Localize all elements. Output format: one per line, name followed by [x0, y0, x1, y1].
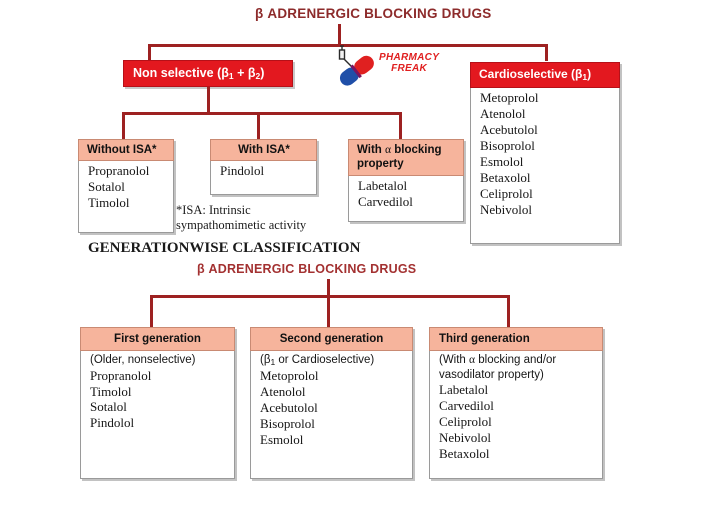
list-item: Labetalol — [439, 381, 489, 397]
generationwise-heading: GENERATIONWISE CLASSIFICATION — [88, 240, 361, 256]
list-item: Sotalol — [88, 179, 125, 195]
first-generation-box[interactable]: First generation (Older, nonselective) P… — [80, 327, 235, 479]
list-item: Acebutolol — [260, 399, 318, 415]
second-generation-drug-list: (β1 or Cardioselective) Metoprolol Ateno… — [251, 350, 412, 451]
isa-footnote-line2: sympathomimetic activity — [176, 218, 307, 233]
with-isa-header: With ISA* — [210, 139, 317, 162]
first-generation-drug-list: (Older, nonselective) Propranolol Timolo… — [81, 350, 234, 435]
list-item: Metoprolol — [480, 89, 539, 105]
connector-to-first-generation — [150, 295, 153, 329]
third-generation-drug-list: (With α blocking and/or vasodilator prop… — [430, 350, 602, 465]
list-item: Labetalol — [358, 177, 408, 193]
with-isa-drug-list: Pindolol — [211, 160, 316, 183]
list-item: Acebutolol — [480, 121, 538, 137]
with-isa-box[interactable]: With ISA* Pindolol — [210, 139, 317, 195]
list-item: Nebivolol — [480, 201, 532, 217]
connector-to-without-isa — [122, 112, 125, 140]
pharmacy-freak-logo: PHARMACY FREAK — [331, 44, 441, 90]
list-item: Metoprolol — [260, 367, 319, 383]
first-generation-note: (Older, nonselective) — [90, 354, 196, 367]
pharmacy-freak-wordmark: PHARMACY FREAK — [379, 52, 440, 74]
connector-nonselective-stem — [207, 87, 210, 114]
connector-to-with-isa — [257, 112, 260, 140]
list-item: Propranolol — [88, 163, 150, 179]
connector-to-second-generation — [327, 295, 330, 329]
list-item: Timolol — [88, 195, 130, 211]
without-isa-header: Without ISA* — [78, 139, 174, 162]
beta2-subscript: 2 — [255, 71, 261, 81]
cardioselective-drug-list: Metoprolol Atenolol Acebutolol Bisoprolo… — [471, 87, 619, 222]
list-item: Atenolol — [260, 383, 306, 399]
alpha-symbol: α — [385, 144, 392, 156]
top-chart-title: β ADRENERGIC BLOCKING DRUGS — [255, 6, 492, 21]
third-generation-box[interactable]: Third generation (With α blocking and/or… — [429, 327, 603, 479]
list-item: Bisoprolol — [480, 137, 535, 153]
third-generation-header: Third generation — [429, 327, 603, 352]
connector-level1-horizontal — [148, 44, 548, 47]
generation-chart-title: β ADRENERGIC BLOCKING DRUGS — [197, 262, 417, 276]
connector-gen-horizontal — [150, 295, 510, 298]
list-item: Celiprolol — [439, 413, 492, 429]
third-generation-note-line2: vasodilator property) — [439, 368, 544, 381]
with-alpha-blocking-box[interactable]: With α blocking property Labetalol Carve… — [348, 139, 464, 222]
list-item: Pindolol — [220, 163, 265, 179]
list-item: Celiprolol — [480, 185, 533, 201]
second-generation-header: Second generation — [250, 327, 413, 352]
without-isa-drug-list: Propranolol Sotalol Timolol — [79, 160, 173, 215]
logo-line2: FREAK — [391, 62, 428, 74]
connector-to-third-generation — [507, 295, 510, 329]
connector-gen-title-stem — [327, 279, 330, 297]
list-item: Timolol — [90, 383, 132, 399]
list-item: Bisoprolol — [260, 415, 315, 431]
beta1-subscript: 1 — [228, 71, 234, 81]
connector-to-with-alpha — [399, 112, 402, 140]
list-item: Betaxolol — [439, 445, 490, 461]
list-item: Betaxolol — [480, 169, 531, 185]
logo-line1: PHARMACY — [379, 52, 440, 63]
list-item: Esmolol — [480, 153, 524, 169]
connector-to-nonselective — [148, 44, 151, 61]
list-item: Sotalol — [90, 399, 127, 415]
list-item: Carvedilol — [439, 397, 494, 413]
cardioselective-box[interactable]: Cardioselective (β1) Metoprolol Atenolol… — [470, 62, 620, 244]
second-generation-note: (β1 or Cardioselective) — [260, 354, 375, 368]
with-alpha-blocking-header: With α blocking property — [348, 139, 464, 176]
cardioselective-header: Cardioselective (β1) — [470, 62, 620, 88]
beta1-subscript: 1 — [582, 72, 588, 82]
with-alpha-drug-list: Labetalol Carvedilol — [349, 175, 463, 214]
list-item: Esmolol — [260, 431, 304, 447]
connector-to-cardioselective — [545, 44, 548, 61]
second-generation-box[interactable]: Second generation (β1 or Cardioselective… — [250, 327, 413, 479]
first-generation-header: First generation — [80, 327, 235, 352]
isa-footnote: *ISA: Intrinsic sympathomimetic activity — [176, 203, 306, 234]
list-item: Atenolol — [480, 105, 526, 121]
third-generation-note: (With α blocking and/or — [439, 354, 557, 367]
capsule-syringe-icon — [338, 45, 374, 86]
list-item: Carvedilol — [358, 193, 413, 209]
beta1-subscript: 1 — [270, 357, 276, 368]
list-item: Pindolol — [90, 415, 135, 431]
nonselective-label: Non selective (β1 + β2) — [133, 66, 265, 81]
with-alpha-blocking-header-line2: property — [357, 158, 404, 171]
isa-footnote-line1: *ISA: Intrinsic — [176, 203, 251, 217]
list-item: Propranolol — [90, 367, 152, 383]
nonselective-header-box[interactable]: Non selective (β1 + β2) — [123, 60, 293, 87]
connector-title-stem — [338, 24, 341, 46]
list-item: Nebivolol — [439, 429, 491, 445]
alpha-symbol: α — [469, 354, 476, 367]
without-isa-box[interactable]: Without ISA* Propranolol Sotalol Timolol — [78, 139, 174, 233]
connector-level2-horizontal — [122, 112, 402, 115]
